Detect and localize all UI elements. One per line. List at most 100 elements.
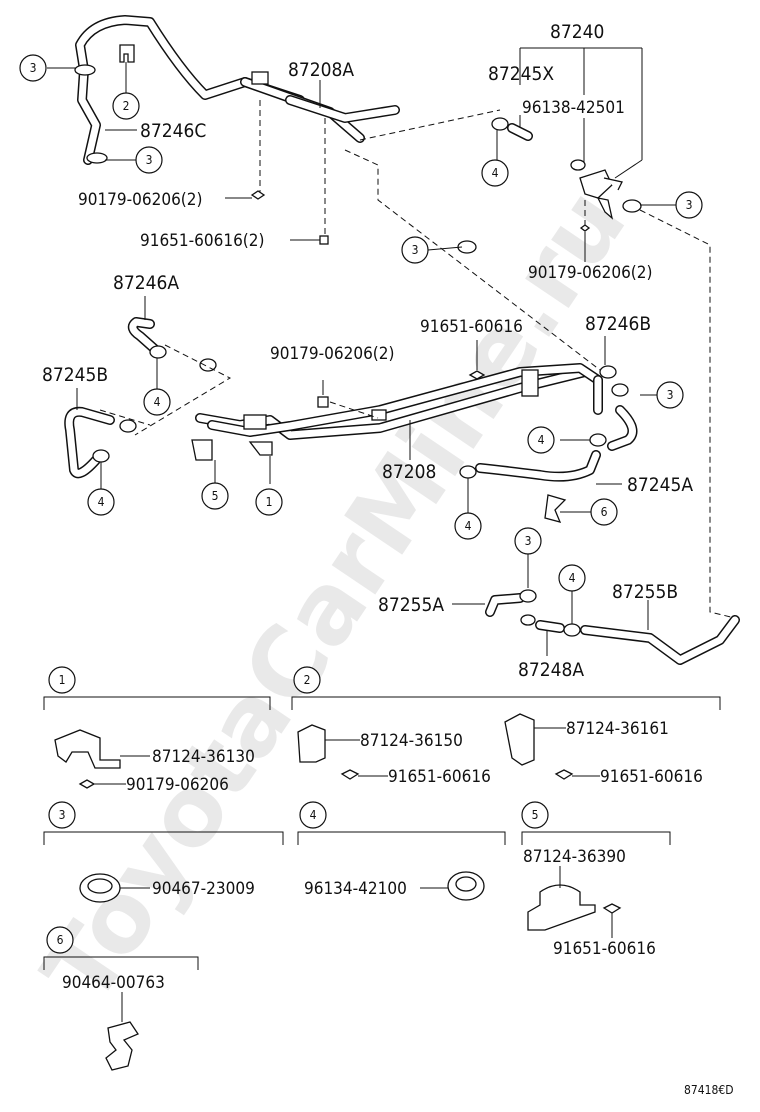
detail-group-2: 2 87124-36150 91651-60616 87124-36161 91… bbox=[291, 666, 721, 787]
hose-clamp[interactable] bbox=[459, 465, 477, 479]
marker-4: 4 bbox=[143, 388, 171, 416]
callout-87246c[interactable]: 87246C bbox=[140, 120, 206, 142]
part-87124-36390[interactable]: 87124-36390 bbox=[523, 847, 626, 867]
svg-text:3: 3 bbox=[667, 388, 674, 402]
marker-3: 3 bbox=[19, 54, 47, 82]
svg-text:2: 2 bbox=[304, 673, 311, 687]
bolt[interactable] bbox=[317, 370, 486, 408]
callout-90179-06206-2[interactable]: 90179-06206(2) bbox=[528, 263, 652, 283]
hose-clamp[interactable] bbox=[74, 64, 108, 164]
clip-87124-36130[interactable] bbox=[54, 729, 121, 769]
part-91651-60616[interactable]: 91651-60616 bbox=[553, 939, 656, 959]
clip-90464-00763[interactable] bbox=[105, 1021, 139, 1071]
callout-87245x[interactable]: 87245X bbox=[488, 63, 554, 85]
svg-text:4: 4 bbox=[492, 166, 499, 180]
detail-group-4: 4 96134-42100 bbox=[297, 801, 506, 901]
svg-text:3: 3 bbox=[412, 243, 419, 257]
callout-87255a[interactable]: 87255A bbox=[378, 594, 444, 616]
hose-87255b[interactable] bbox=[580, 615, 740, 665]
svg-text:3: 3 bbox=[146, 153, 153, 167]
hose-87248a[interactable] bbox=[535, 620, 565, 633]
marker-3: 3 bbox=[514, 527, 542, 555]
hose-87245x[interactable] bbox=[507, 123, 533, 141]
marker-4: 4 bbox=[87, 488, 115, 516]
callout-87246a[interactable]: 87246A bbox=[113, 272, 179, 294]
bolt[interactable] bbox=[602, 903, 622, 914]
svg-text:1: 1 bbox=[59, 673, 66, 687]
part-87124-36150[interactable]: 87124-36150 bbox=[360, 731, 463, 751]
marker-3: 3 bbox=[135, 146, 163, 174]
part-87124-36130[interactable]: 87124-36130 bbox=[152, 747, 255, 767]
callout-90179-06206-2[interactable]: 90179-06206(2) bbox=[270, 344, 394, 364]
detail-group-3: 3 90467-23009 bbox=[43, 801, 284, 903]
hose-87246a[interactable] bbox=[127, 317, 163, 357]
hose-87246c[interactable] bbox=[75, 15, 305, 165]
svg-text:2: 2 bbox=[123, 99, 130, 113]
svg-text:5: 5 bbox=[532, 808, 539, 822]
pipe-87208[interactable] bbox=[195, 363, 603, 440]
nut[interactable] bbox=[78, 779, 96, 789]
pipe-87208a[interactable] bbox=[240, 71, 400, 143]
hose-87246b[interactable] bbox=[593, 375, 638, 451]
part-91651-60616[interactable]: 91651-60616 bbox=[600, 767, 703, 787]
svg-text:4: 4 bbox=[538, 433, 545, 447]
callout-91651-60616[interactable]: 91651-60616 bbox=[420, 317, 523, 337]
svg-text:3: 3 bbox=[30, 61, 37, 75]
callout-91651-60616-2[interactable]: 91651-60616(2) bbox=[140, 231, 264, 251]
callout-87208[interactable]: 87208 bbox=[382, 461, 436, 483]
part-87124-36161[interactable]: 87124-36161 bbox=[566, 719, 669, 739]
callout-87245a[interactable]: 87245A bbox=[627, 474, 693, 496]
clip-87124-36390[interactable] bbox=[527, 884, 596, 931]
hose-clamp[interactable] bbox=[519, 589, 581, 637]
callout-87245b[interactable]: 87245B bbox=[42, 364, 108, 386]
marker-2: 2 bbox=[112, 92, 140, 120]
marker-5: 5 bbox=[201, 482, 229, 510]
water-valve-87240[interactable] bbox=[579, 169, 623, 220]
marker-4: 4 bbox=[481, 159, 509, 187]
marker-1: 1 bbox=[255, 488, 283, 516]
marker-3: 3 bbox=[675, 191, 703, 219]
hose-87245a[interactable] bbox=[475, 450, 601, 482]
svg-text:3: 3 bbox=[525, 534, 532, 548]
hose-clamp[interactable] bbox=[457, 117, 642, 254]
svg-text:4: 4 bbox=[154, 395, 161, 409]
detail-group-5: 5 87124-36390 91651-60616 bbox=[521, 801, 671, 959]
svg-text:6: 6 bbox=[57, 933, 64, 947]
part-96134-42100[interactable]: 96134-42100 bbox=[304, 879, 407, 899]
callout-96138-42501[interactable]: 96138-42501 bbox=[522, 98, 625, 118]
part-91651-60616[interactable]: 91651-60616 bbox=[388, 767, 491, 787]
callout-87240[interactable]: 87240 bbox=[550, 21, 604, 43]
marker-4: 4 bbox=[454, 512, 482, 540]
marker-3: 3 bbox=[656, 381, 684, 409]
marker-4: 4 bbox=[527, 426, 555, 454]
clip-87124-part[interactable] bbox=[119, 44, 135, 63]
part-90464-00763[interactable]: 90464-00763 bbox=[62, 973, 165, 993]
hose-87245b[interactable] bbox=[64, 406, 115, 479]
callout-87248a[interactable]: 87248A bbox=[518, 659, 584, 681]
bolt[interactable] bbox=[340, 769, 360, 780]
clip-87124-36161[interactable] bbox=[504, 713, 535, 766]
svg-text:4: 4 bbox=[465, 519, 472, 533]
svg-text:3: 3 bbox=[686, 198, 693, 212]
callout-87255b[interactable]: 87255B bbox=[612, 581, 678, 603]
clip-90464[interactable] bbox=[544, 494, 567, 523]
clip-87124-36150[interactable] bbox=[297, 724, 326, 763]
part-90467-23009[interactable]: 90467-23009 bbox=[152, 879, 255, 899]
svg-text:6: 6 bbox=[601, 505, 608, 519]
svg-text:4: 4 bbox=[569, 571, 576, 585]
svg-text:5: 5 bbox=[212, 489, 219, 503]
detail-group-1: 1 87124-36130 90179-06206 bbox=[43, 666, 271, 795]
clip-87124[interactable] bbox=[191, 439, 273, 461]
callout-87246b[interactable]: 87246B bbox=[585, 313, 651, 335]
part-90179-06206[interactable]: 90179-06206 bbox=[126, 775, 229, 795]
hose-clamp[interactable] bbox=[589, 365, 629, 447]
detail-group-6: 6 90464-00763 bbox=[43, 926, 199, 1071]
svg-text:1: 1 bbox=[266, 495, 273, 509]
hose-87255a[interactable] bbox=[485, 593, 525, 617]
marker-4: 4 bbox=[558, 564, 586, 592]
callout-90179-06206-2[interactable]: 90179-06206(2) bbox=[78, 190, 202, 210]
bolt[interactable] bbox=[554, 769, 574, 780]
marker-6: 6 bbox=[590, 498, 618, 526]
hose-clamp[interactable] bbox=[92, 345, 217, 463]
callout-87208a[interactable]: 87208A bbox=[288, 59, 354, 81]
